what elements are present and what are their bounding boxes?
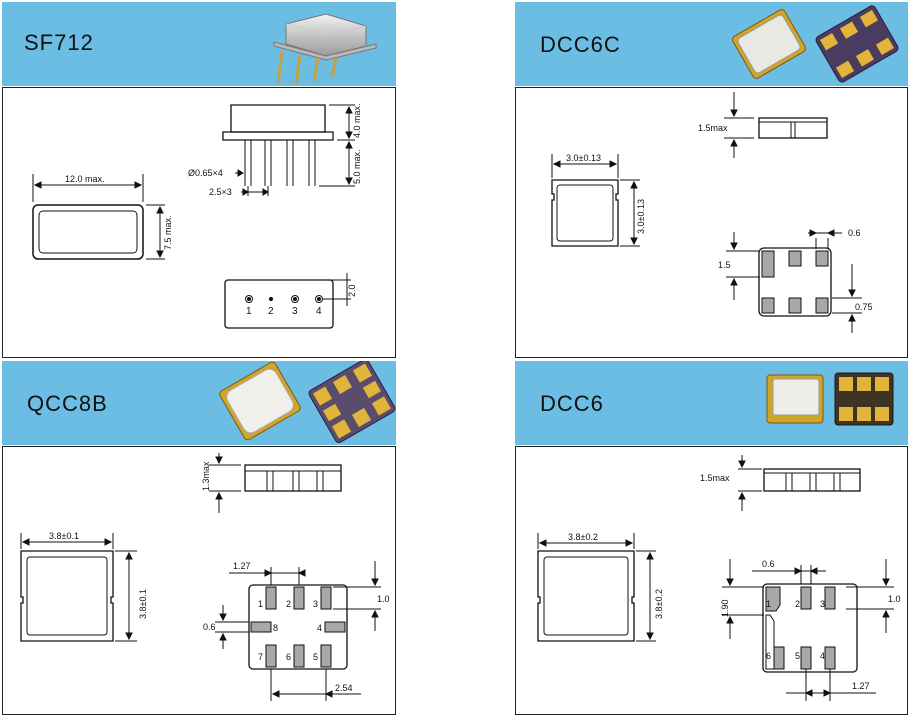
- sf712-pin-pitch-label: 2.5×3: [209, 187, 232, 197]
- panel-title: QCC8B: [27, 391, 108, 416]
- dcc6-depth-label: 3.8±0.2: [654, 589, 664, 619]
- dcc6c-package-photo: [731, 5, 899, 83]
- dcc6-pitch-label: 1.27: [852, 681, 870, 691]
- sf712-top-view: [32, 204, 144, 260]
- dcc6c-width-label: 3.0±0.13: [566, 153, 601, 163]
- qcc8b-pin-2-label: 2: [286, 599, 291, 609]
- qcc8b-pin-1-label: 1: [258, 599, 263, 609]
- dcc6c-side-view: [758, 117, 828, 139]
- qcc8b-drawing: 1.3max 3.8±0.1 3.8±0.1: [20, 453, 390, 701]
- dcc6c-pad-width-label: 0.6: [848, 228, 861, 238]
- qcc8b-top-view: [20, 550, 114, 642]
- sf712-pin-row-view: [224, 279, 334, 329]
- dcc6-pin-1-label: 1: [766, 599, 771, 609]
- qcc8b-bottom-view: [248, 584, 348, 670]
- dcc6-pad-length-label: 1.90: [720, 599, 730, 617]
- dcc6-package-photo: [766, 372, 894, 426]
- dcc6c-depth-label: 3.0±0.13: [636, 199, 646, 234]
- dcc6-bottom-view: [762, 583, 858, 673]
- panel-header: QCC8B: [2, 361, 396, 445]
- sf712-pin-diameter-label: Ø0.65×4: [188, 168, 223, 178]
- panel-drawing-area: 1.5max 3.0±0.13 3.0±0.13: [515, 87, 908, 358]
- dcc6-drawing: 1.5max 3.8±0.2 3.8±0.2: [537, 455, 901, 701]
- panel-title: DCC6C: [540, 32, 621, 57]
- dcc6-top-view: [537, 550, 635, 642]
- sf712-pin-2-label: 2: [268, 306, 274, 317]
- dcc6-pin-6-label: 6: [766, 651, 771, 661]
- sf712-side-view: [230, 104, 326, 133]
- sf712-width-label: 12.0 max.: [65, 174, 105, 184]
- qcc8b-pitch-label: 1.27: [233, 561, 251, 571]
- panel-qcc8b: QCC8B 1.3max: [2, 361, 396, 715]
- dcc6-height-label: 1.5max: [700, 473, 730, 483]
- qcc8b-side-pad-label: 0.6: [203, 622, 216, 632]
- panel-dcc6c: DCC6C 1.5max: [515, 2, 908, 358]
- qcc8b-pin-3-label: 3: [313, 599, 318, 609]
- panel-header: DCC6: [515, 361, 908, 445]
- qcc8b-height-label: 1.3max: [201, 461, 211, 491]
- dcc6c-bottom-view: [758, 247, 832, 317]
- dcc6-side-view: [763, 468, 861, 492]
- qcc8b-package-photo: [219, 361, 396, 444]
- qcc8b-depth-label: 3.8±0.1: [138, 589, 148, 619]
- qcc8b-pin-5-label: 5: [313, 652, 318, 662]
- panel-sf712: SF712 12.0 max. 7.5 max.: [2, 2, 396, 358]
- panel-header: SF712: [2, 2, 396, 86]
- panel-drawing-area: 1.3max 3.8±0.1 3.8±0.1: [2, 446, 396, 715]
- dcc6c-gap-label: 0.75: [855, 302, 873, 312]
- panel-title: DCC6: [540, 391, 604, 416]
- dcc6c-top-view: [551, 179, 619, 247]
- qcc8b-pin-7-label: 7: [258, 652, 263, 662]
- dcc6-pin-2-label: 2: [795, 599, 800, 609]
- dcc6-pin-4-label: 4: [820, 651, 825, 661]
- sf712-height-label: 7.5 max.: [163, 215, 173, 250]
- sf712-drawing: 12.0 max. 7.5 max. 4.0 max. 5.0 max. Ø0.…: [32, 103, 362, 329]
- panel-drawing-area: 12.0 max. 7.5 max. 4.0 max. 5.0 max. Ø0.…: [2, 87, 396, 358]
- panel-dcc6: DCC6 1.5max 3.8±0.2: [515, 361, 908, 715]
- panel-title: SF712: [24, 30, 94, 55]
- qcc8b-width-label: 3.8±0.1: [49, 531, 79, 541]
- sf712-pin-4-label: 4: [316, 306, 322, 317]
- dcc6c-drawing: 1.5max 3.0±0.13 3.0±0.13: [551, 92, 873, 333]
- sf712-top-height-label: 4.0 max.: [352, 103, 362, 138]
- dcc6-pad-width-label: 0.6: [762, 559, 775, 569]
- qcc8b-pad-height-label: 1.0: [377, 594, 390, 604]
- sf712-pin-1-label: 1: [246, 306, 252, 317]
- dcc6-pin-3-label: 3: [820, 599, 825, 609]
- dcc6-pin-5-label: 5: [795, 651, 800, 661]
- dcc6-pad-height-label: 1.0: [888, 594, 901, 604]
- sf712-lead-height-label: 5.0 max.: [352, 149, 362, 184]
- qcc8b-pin-6-label: 6: [286, 652, 291, 662]
- qcc8b-pin-4-label: 4: [317, 623, 322, 633]
- sf712-pin-row-label: 2.0: [347, 284, 357, 297]
- panel-drawing-area: 1.5max 3.8±0.2 3.8±0.2: [515, 446, 908, 715]
- dcc6c-pad-height-label: 1.5: [718, 260, 731, 270]
- dcc6c-height-label: 1.5max: [698, 123, 728, 133]
- dcc6-width-label: 3.8±0.2: [568, 532, 598, 542]
- sf712-pin-3-label: 3: [292, 306, 298, 317]
- sf712-package-photo: [273, 13, 377, 85]
- qcc8b-pin-8-label: 8: [273, 623, 278, 633]
- qcc8b-span-label: 2.54: [335, 683, 353, 693]
- panel-header: DCC6C: [515, 2, 908, 86]
